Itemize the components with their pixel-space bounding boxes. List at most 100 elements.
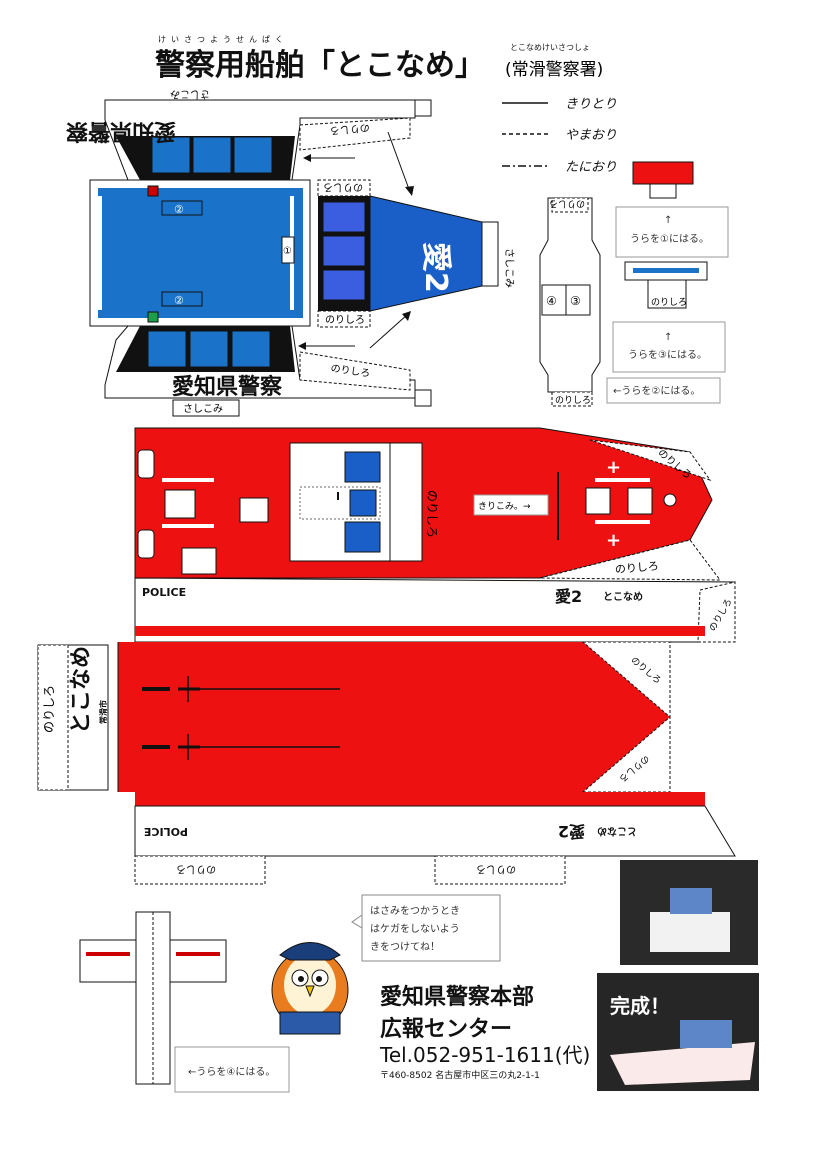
mast-norishiro-top <box>551 197 589 213</box>
hull-red-stripe-top <box>135 626 705 636</box>
arrow-down <box>387 131 411 193</box>
deck-bow-norishiro-bottom-label: のりしろ <box>614 560 659 577</box>
aichi-police-upside: 愛知県警察 <box>65 118 176 144</box>
note-ura4: ←うらを④にはる。 <box>188 1066 275 1078</box>
owl-pupil-left <box>298 976 304 982</box>
station-name: (常滑警察署) <box>505 60 603 80</box>
hull-red-bow <box>583 642 670 792</box>
speech-line-1: はさみをつかうとき <box>370 905 460 917</box>
deck-bow-norishiro-top <box>589 439 712 481</box>
kirikomi-label: きりこみ。→ <box>478 501 531 512</box>
roof-norishiro-bottom <box>317 310 371 328</box>
tokoname-side: とこなめ <box>603 591 643 603</box>
cabin-top-window-3 <box>233 136 273 174</box>
deck-fwd-line-1 <box>595 478 650 482</box>
note-ura2: ←うらを②にはる。 <box>613 385 700 397</box>
deck-window-dashbox <box>299 486 381 520</box>
org-name-2: 広報センター <box>380 1016 512 1042</box>
norishiro-bottom: のりしろ <box>330 362 371 379</box>
legend-mountain: やまおり <box>565 128 617 143</box>
cabin-bottom-window-2 <box>189 330 229 368</box>
hull-bow-norishiro-a <box>581 641 671 719</box>
roof-window-3 <box>322 269 366 301</box>
page-title: 警察用船舶「とこなめ」 <box>155 48 485 83</box>
num2-box-bottom <box>161 291 203 307</box>
flag-piece-red <box>632 161 694 185</box>
deck-line-2 <box>162 524 214 528</box>
num2-bottom: ② <box>174 294 184 307</box>
hull-side-bottom <box>134 805 736 857</box>
legend-cut: きりとり <box>565 97 617 112</box>
note-ura1: うらを①にはる。 <box>630 233 709 245</box>
hull-bow-norishiro-b <box>581 715 671 793</box>
owl-mascot <box>271 942 349 1035</box>
flag-piece-tab <box>649 183 677 199</box>
deck-fwd-hatch-1 <box>585 487 611 515</box>
num1-box <box>281 236 295 264</box>
deck-bow-circle <box>663 493 677 507</box>
bar-norishiro: のりしろ <box>651 297 687 308</box>
shaft-stub-2 <box>142 745 170 749</box>
org-info: 愛知県警察本部 広報センター Tel.052-951-1611(代) 〒460-… <box>379 984 590 1081</box>
speech-line-2: はケガをしないよう <box>370 923 460 935</box>
cabin-body-stripe-l <box>98 196 102 310</box>
notes-right: ↑ うらを①にはる。 のりしろ ↑ うらを③にはる。 ←うらを②にはる。 <box>606 206 729 404</box>
ai2-side-bottom: 愛2 <box>558 822 585 841</box>
deck-norishiro: のりしろ <box>425 490 439 538</box>
num2-box-top <box>161 200 203 216</box>
cabin-top-window-1 <box>151 136 191 174</box>
shaft-stub-1 <box>142 687 170 691</box>
note-box-1 <box>615 206 729 258</box>
norishiro-top: のりしろ <box>329 121 370 136</box>
num3-box <box>565 284 591 316</box>
title-ruby: けいさつようせんぱく <box>158 35 288 44</box>
note-box-4 <box>174 1046 290 1093</box>
stern-norishiro-label: のりしろ <box>42 685 56 733</box>
deck-piece: のりしろ きりこみ。→ + + のりしろ のりしろ <box>134 427 722 581</box>
sashikomi-top: さしこみ <box>170 88 210 100</box>
mast-norishiro-bottom-label: のりしろ <box>555 395 591 406</box>
stern-norishiro <box>37 644 69 791</box>
flag-right <box>169 939 227 983</box>
legend-valley: たにおり <box>565 160 617 175</box>
speech-line-3: きをつけてね！ <box>370 941 440 953</box>
tokoname-side-bottom: とこなめ <box>597 825 637 837</box>
aichi-police: 愛知県警察 <box>172 374 283 400</box>
hull-norishiro-bottom-1 <box>134 855 266 885</box>
hull-piece: POLICE 愛2 とこなめ のりしろ のりしろ のりしろ のりしろ とこなめ … <box>37 577 736 885</box>
deck-window-3 <box>344 521 381 553</box>
sashikomi-bottom-box <box>172 399 240 417</box>
kirikomi-box <box>473 494 549 516</box>
photo-model-1-hull <box>650 912 730 952</box>
deck-bollard-1 <box>137 449 155 479</box>
deck-window-2 <box>349 489 377 517</box>
deck-cross-2: + <box>606 530 621 551</box>
hull-norishiro-bottom-1-label: のりしろ <box>176 863 216 875</box>
arrow-left-bottom-head <box>298 342 306 350</box>
photos: 完成！ <box>597 860 759 1091</box>
cabin-bottom-window-1 <box>147 330 187 368</box>
mast-piece: のりしろ ④ ③ のりしろ <box>539 197 601 407</box>
station-ruby: とこなめけいさつしょ <box>510 43 590 52</box>
cabin-bottom-window-3 <box>231 330 271 368</box>
roof-piece: のりしろ のりしろ 愛2 さしこみ <box>317 179 515 328</box>
arrow-down-head <box>405 186 414 196</box>
speech-bubble: はさみをつかうとき はケガをしないよう きをつけてね！ <box>351 894 501 962</box>
arrow-left-top-head <box>303 154 311 162</box>
cabin-piece: 愛知県警察 さしこみ のりしろ ② ② ① 愛知県警察 さしこみ のりしろ <box>65 88 432 417</box>
photo-model-1-cabin <box>670 888 712 914</box>
deck-hatch-1 <box>164 489 196 519</box>
hull-red-stripe-bottom <box>135 792 705 806</box>
police-bottom: POLICE <box>144 825 188 838</box>
note-box-3 <box>606 377 721 404</box>
arrow-up-head <box>402 311 411 321</box>
deck-bow-norishiro-bottom <box>539 539 722 581</box>
police-uniform <box>279 1011 341 1035</box>
speech-box <box>361 894 501 962</box>
stern-station: 常滑市 <box>98 700 108 724</box>
cabin-top-norishiro <box>299 117 411 151</box>
photo-complete: 完成！ <box>610 994 670 1018</box>
hull-norishiro-bottom-2-label: のりしろ <box>476 863 516 875</box>
mast-norishiro-bottom <box>551 391 593 407</box>
stern-tokoname: とこなめ <box>69 646 94 734</box>
